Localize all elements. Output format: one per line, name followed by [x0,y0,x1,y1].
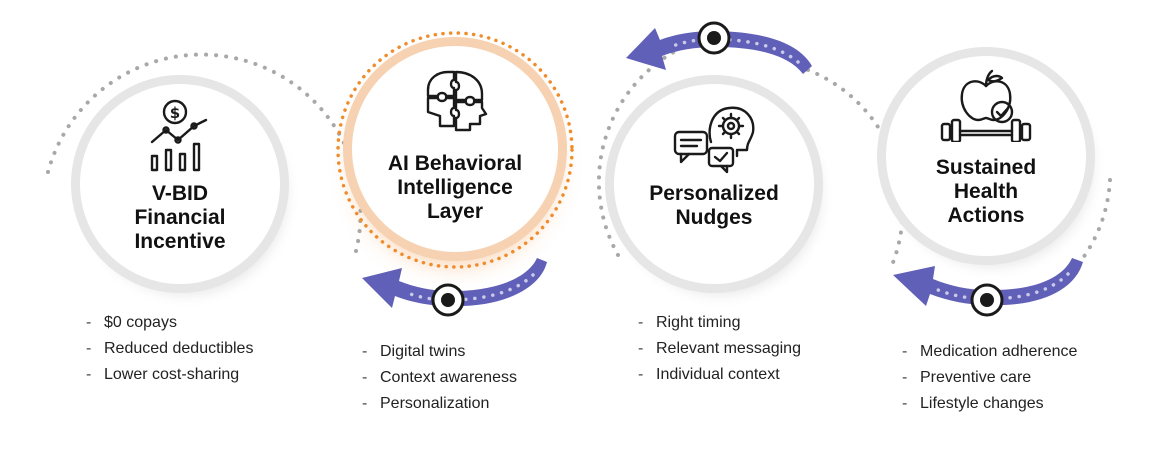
list-item: Lifestyle changes [902,391,1077,417]
ai-orange-ring [336,31,574,269]
step-health-title-3: Actions [947,204,1025,227]
list-item: Reduced deductibles [86,336,253,362]
arrow-top [626,21,812,74]
step-nudges-title-1: Personalized [649,182,779,205]
step-nudges-circle: Personalized Nudges [614,84,814,284]
step-vbid-bullets: $0 copays Reduced deductibles Lower cost… [86,310,253,388]
list-item: Individual context [638,362,801,388]
step-health-circle: Sustained Health Actions [886,56,1086,256]
puzzle-head-icon [426,70,488,132]
dotted-arc-right [806,68,905,267]
svg-text:$: $ [170,104,180,122]
list-item: $0 copays [86,310,253,336]
step-ai-title-3: Layer [426,200,484,223]
arrow-bottom-right [893,258,1083,317]
list-item: Digital twins [362,339,517,365]
list-item: Preventive care [902,365,1077,391]
dollar-chart-icon: $ [150,99,208,172]
step-nudges-title-2: Nudges [675,206,753,229]
dotted-arc-nudges [596,38,702,257]
apple-dumbbell-icon [940,69,1032,142]
list-item: Context awareness [362,365,517,391]
step-ai-circle: AI Behavioral Intelligence Layer [352,46,558,252]
list-item: Relevant messaging [638,336,801,362]
step-vbid-circle: $ V-BID Financial Incentive [80,84,280,284]
list-item: Medication adherence [902,339,1077,365]
arrow-bottom-left [362,258,547,317]
step-vbid-title-1: V-BID [151,182,208,205]
step-health-title-1: Sustained [935,156,1037,179]
step-ai-title-2: Intelligence [397,176,513,199]
step-health-title-2: Health [953,180,1019,203]
step-ai-bullets: Digital twins Context awareness Personal… [362,339,517,417]
list-item: Right timing [638,310,801,336]
step-health-bullets: Medication adherence Preventive care Lif… [902,339,1077,417]
step-vbid-title-2: Financial [134,206,226,229]
step-nudges-bullets: Right timing Relevant messaging Individu… [638,310,801,388]
step-vbid-title-3: Incentive [134,230,226,253]
chat-gear-head-icon [673,106,755,174]
step-ai-title-1: AI Behavioral [387,152,523,175]
list-item: Personalization [362,391,517,417]
list-item: Lower cost-sharing [86,362,253,388]
dotted-arc-health [1078,178,1112,264]
